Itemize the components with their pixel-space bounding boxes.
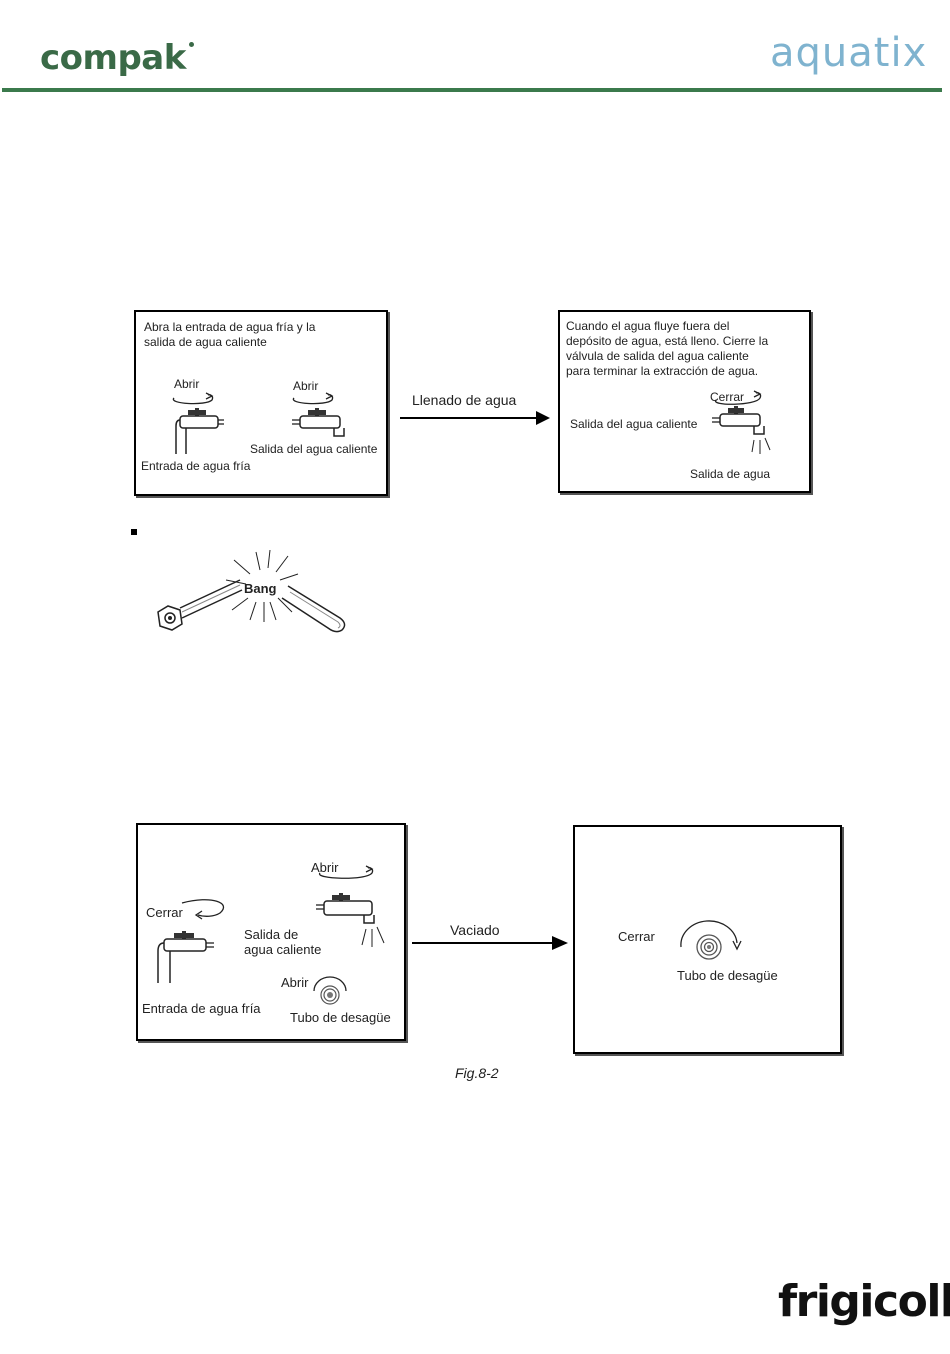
drain-right-drain-pipe-label: Tubo de desagüe: [677, 968, 778, 983]
bang-label: Bang: [244, 581, 277, 596]
drain-right-close-label: Cerrar: [618, 929, 655, 944]
aquatix-logo: aquatix: [770, 30, 928, 76]
drain-arrow-icon: [412, 936, 568, 950]
fill-right-hot-outlet-label: Salida del agua caliente: [570, 417, 698, 431]
fill-left-panel: Abra la entrada de agua fría y la salida…: [134, 310, 388, 496]
cold-inlet-tap-icon: [173, 392, 224, 454]
hot-outlet-tap-icon: [292, 392, 345, 437]
fill-left-open-label-1: Abrir: [174, 377, 200, 391]
fill-right-instruction-line-1: Cuando el agua fluye fuera del: [566, 319, 730, 333]
drain-left-close-label: Cerrar: [146, 905, 183, 920]
fill-right-instruction-line-4: para terminar la extracción de agua.: [566, 364, 759, 378]
compak-logo-text: compak: [40, 38, 186, 78]
drain-right-panel: Cerrar Tubo de desagüe: [573, 825, 842, 1054]
fill-arrow-label: Llenado de agua: [412, 392, 517, 408]
drain-left-drain-pipe-label: Tubo de desagüe: [290, 1010, 391, 1025]
figure-caption: Fig.8-2: [455, 1065, 499, 1081]
compak-logo: compak: [40, 38, 194, 78]
list-bullet: [131, 529, 137, 535]
fill-left-instruction-line-2: salida de agua caliente: [144, 335, 267, 349]
fill-left-hot-outlet-label: Salida del agua caliente: [250, 442, 378, 456]
fill-left-instruction-line-1: Abra la entrada de agua fría y la: [144, 320, 316, 334]
drain-cold-inlet-tap-icon: [157, 899, 225, 983]
fill-right-close-label: Cerrar: [710, 390, 745, 404]
fill-right-instruction-line-2: depósito de agua, está lleno. Cierre la: [566, 334, 769, 348]
fill-right-panel: Cuando el agua fluye fuera del depósito …: [558, 310, 811, 493]
fill-left-open-label-2: Abrir: [293, 379, 319, 393]
drain-left-open-label-drain: Abrir: [281, 975, 309, 990]
fill-arrow-icon: [400, 411, 550, 425]
fill-right-water-out-label: Salida de agua: [690, 467, 771, 481]
fill-left-cold-inlet-label: Entrada de agua fría: [141, 459, 251, 473]
drain-left-hot-outlet-label-2: agua caliente: [244, 942, 322, 957]
header-divider: [2, 88, 942, 92]
drain-left-hot-outlet-label-1: Salida de: [244, 927, 299, 942]
closing-hot-tap-icon: [712, 390, 771, 454]
compak-logo-dot: [188, 42, 194, 47]
drain-left-panel: Cerrar Abrir Salida de agua caliente Abr…: [136, 823, 406, 1041]
drain-plug-closed-icon: [680, 920, 742, 960]
fill-right-instruction-line-3: válvula de salida del agua caliente: [566, 349, 749, 363]
frigicoll-logo: frigicoll: [778, 1276, 950, 1327]
drain-hot-outlet-tap-icon: [316, 865, 385, 947]
drain-left-cold-inlet-label: Entrada de agua fría: [142, 1001, 261, 1016]
broken-heating-element-icon: [157, 549, 346, 633]
drain-plug-open-icon: [313, 976, 347, 1005]
drain-left-open-label-top: Abrir: [311, 860, 339, 875]
drain-arrow-label: Vaciado: [450, 922, 500, 938]
